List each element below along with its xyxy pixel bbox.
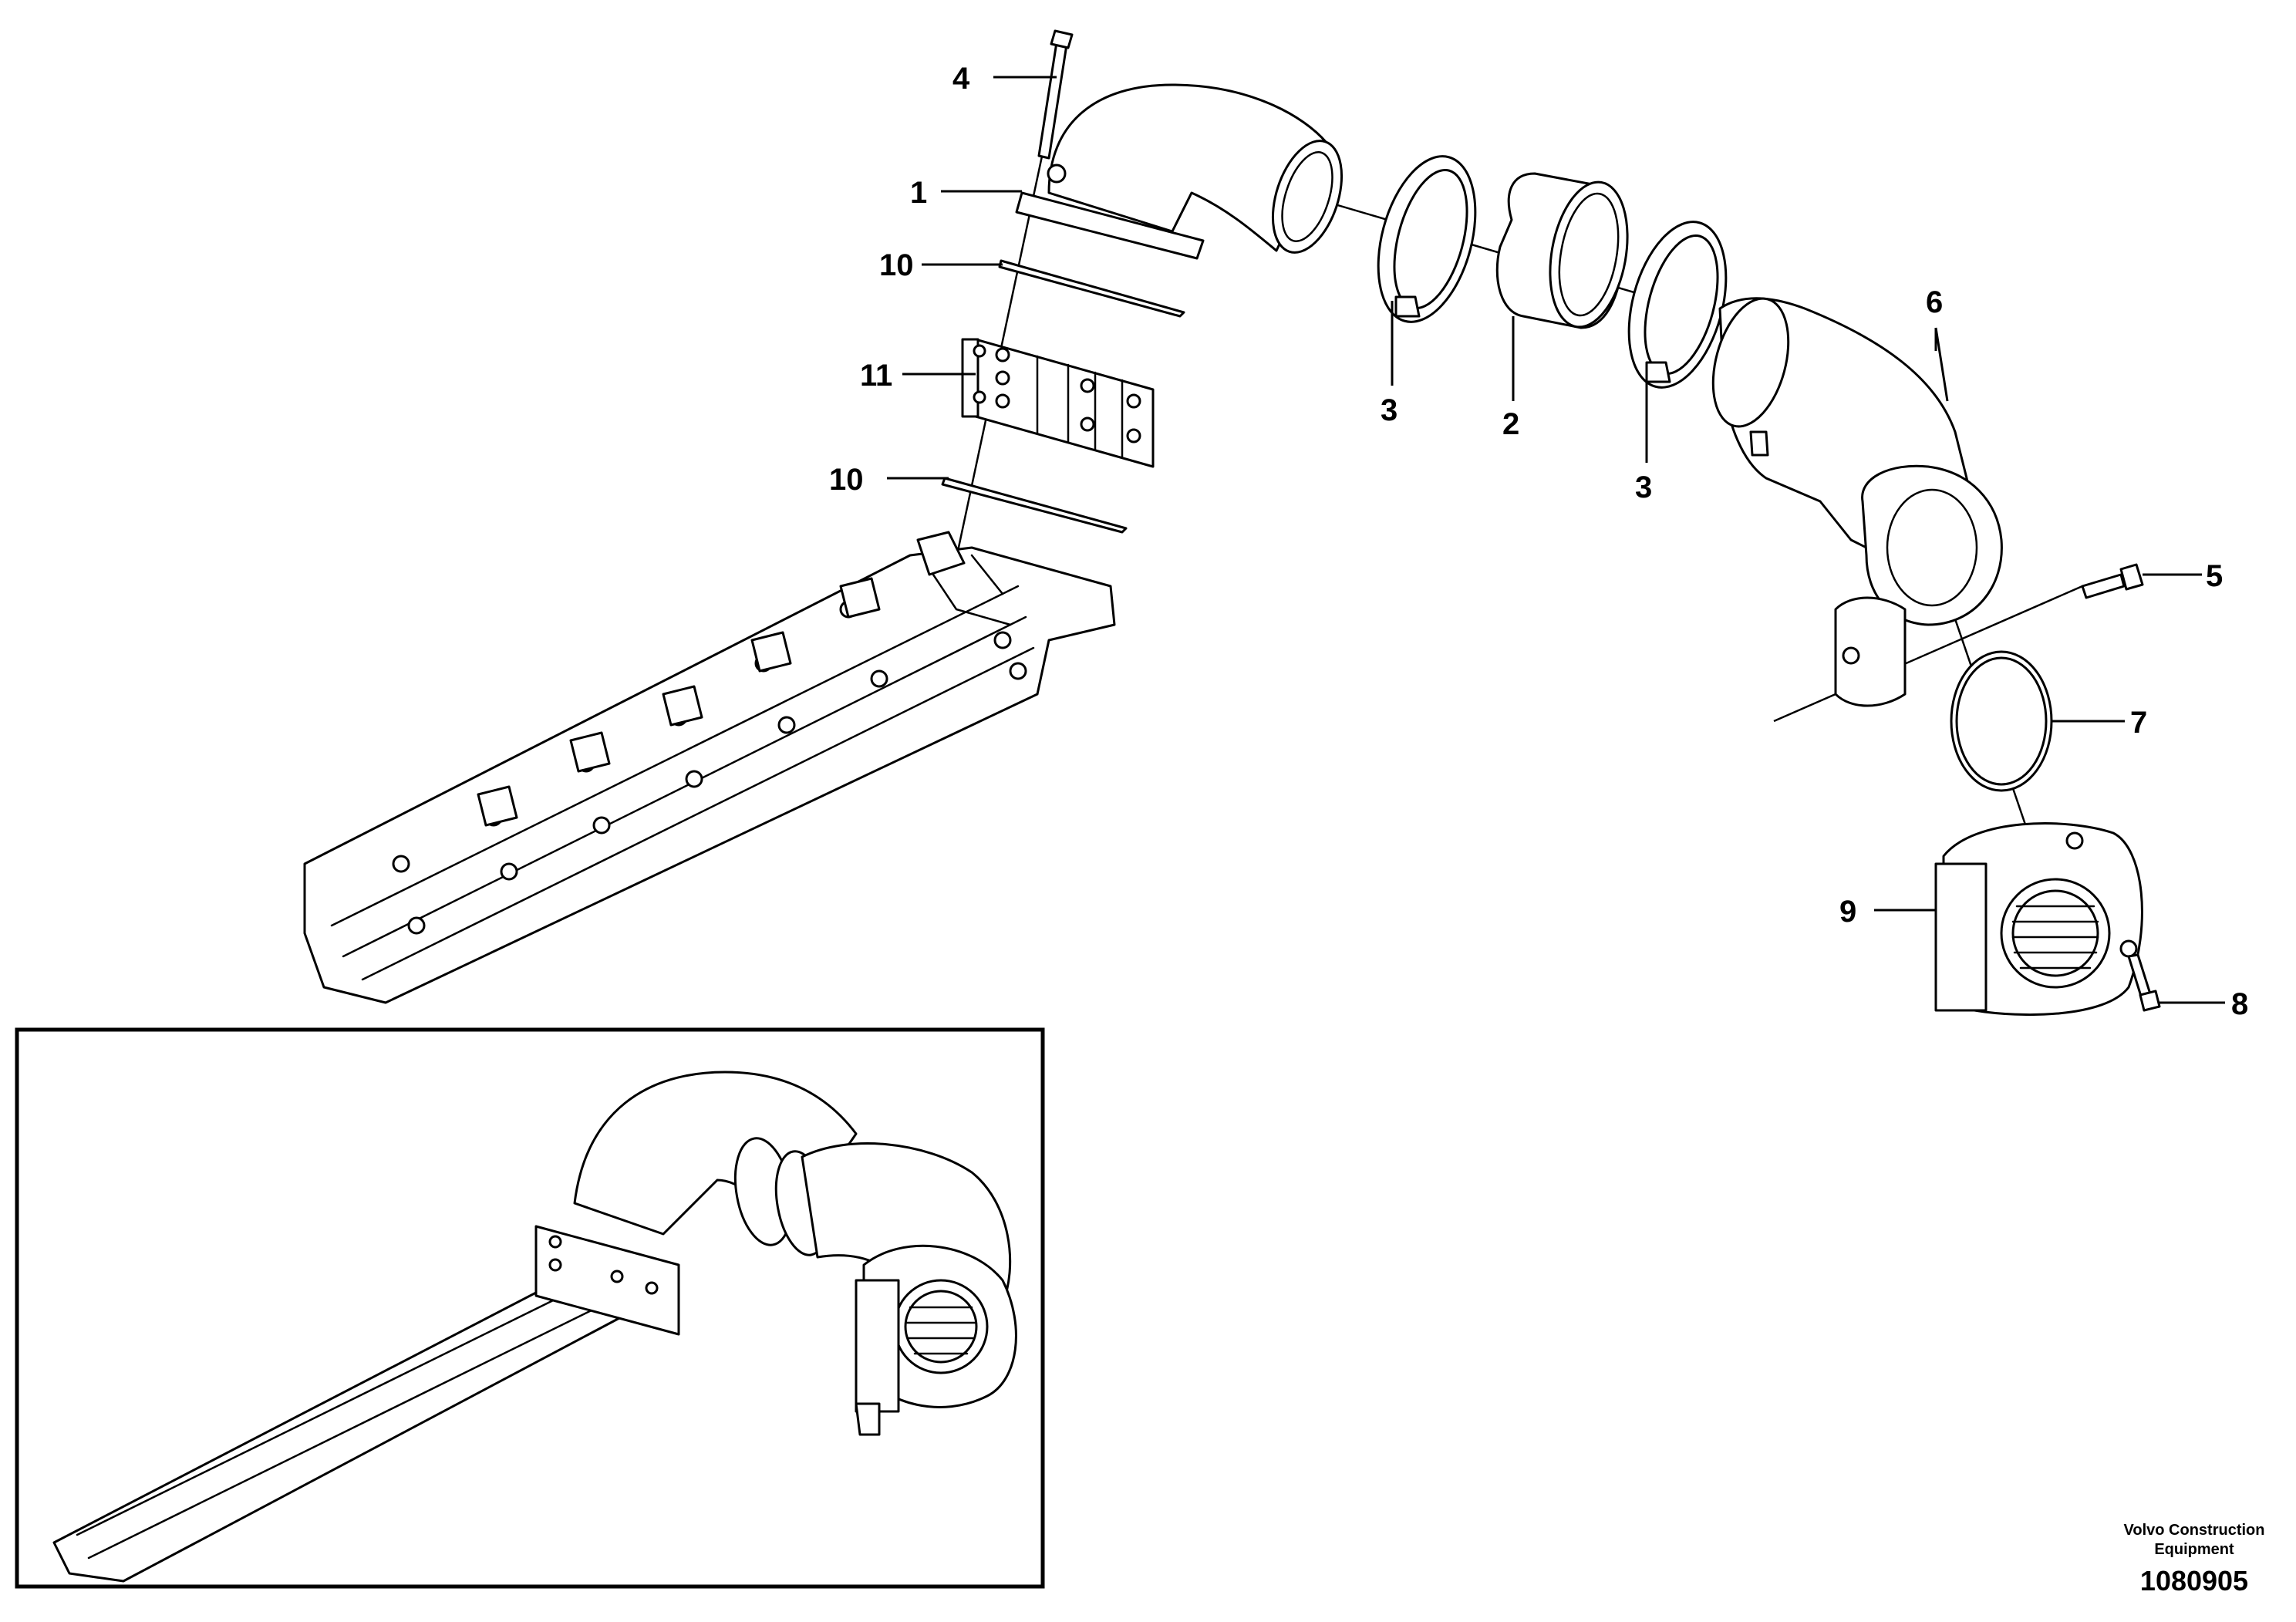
gasket-lower: [941, 477, 1128, 534]
assembled-view-inset: [15, 1027, 1045, 1589]
throttle-valve: [1934, 822, 2143, 1017]
callout-10-lower: 10: [829, 463, 864, 497]
callout-5: 5: [2206, 559, 2223, 593]
elbow-pipe: [1015, 83, 1344, 260]
spacer-block: [961, 338, 1155, 468]
callout-3-first: 3: [1381, 393, 1397, 427]
long-bolt: [1037, 29, 1074, 160]
callout-8: 8: [2231, 987, 2248, 1021]
valve-screw: [2127, 953, 2161, 1012]
inset-frame: [15, 1027, 1045, 1589]
hose-clamp-first: [1377, 155, 1477, 323]
callout-11: 11: [860, 359, 892, 393]
intake-manifold: [303, 531, 1116, 1004]
callout-3-second: 3: [1635, 470, 1652, 504]
callout-2: 2: [1502, 407, 1519, 441]
brand-line-2: Equipment: [2154, 1541, 2234, 1558]
leader-lines: [887, 76, 2225, 1004]
hose-clamp-second: [1627, 221, 1728, 389]
flange-bolt: [2081, 563, 2144, 599]
gasket-upper: [998, 259, 1185, 318]
callout-labels: 4 1 10 11 10 3 2 3 6 5 7 9 8: [829, 62, 2248, 1021]
brand-line-1: Volvo Construction: [2124, 1522, 2265, 1539]
hose-sleeve: [1495, 172, 1629, 329]
footer-brand: Volvo Construction Equipment 1080905: [2124, 1522, 2265, 1597]
callout-1: 1: [910, 176, 927, 210]
o-ring: [1950, 650, 2053, 792]
drawing-number: 1080905: [2140, 1565, 2248, 1597]
callout-7: 7: [2130, 706, 2147, 740]
callout-9: 9: [1839, 895, 1856, 929]
callout-6: 6: [1926, 285, 1943, 319]
outlet-pipe: [1711, 297, 2003, 707]
callout-10-upper: 10: [879, 248, 914, 282]
callout-4: 4: [952, 62, 970, 96]
